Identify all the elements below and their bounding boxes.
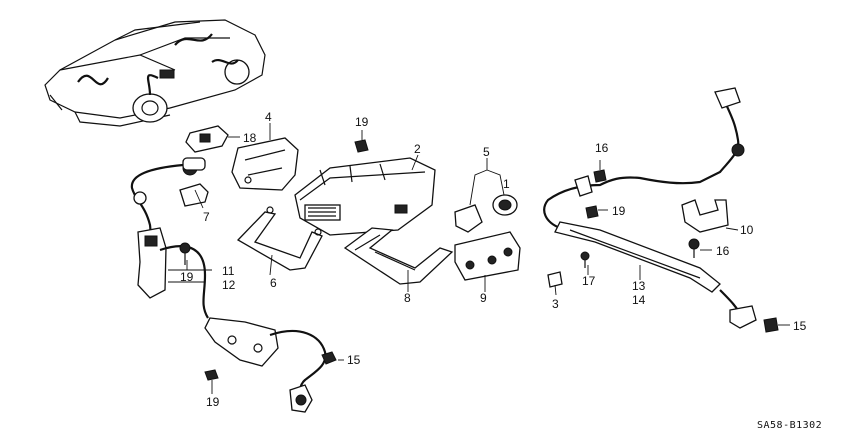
part-10-bracket bbox=[681, 199, 729, 233]
callout-9: 9 bbox=[480, 291, 487, 305]
part-3-clip bbox=[547, 271, 563, 288]
part-5-1-pulser-parts bbox=[454, 194, 518, 233]
part-16-bolt-upper bbox=[593, 169, 607, 183]
callout-16-lower: 16 bbox=[716, 244, 730, 258]
part-19-bolt-top bbox=[354, 139, 369, 153]
car-illustration bbox=[44, 19, 266, 127]
callout-15-bottom: 15 bbox=[347, 353, 361, 367]
part-18-bracket bbox=[185, 125, 229, 153]
callout-5: 5 bbox=[483, 145, 490, 159]
part-8-bracket bbox=[343, 227, 454, 285]
part-15-bolt-right bbox=[763, 317, 779, 333]
diagram-code: SA58-B1302 bbox=[757, 420, 822, 431]
callout-13: 13 bbox=[632, 279, 646, 293]
callout-10: 10 bbox=[740, 223, 754, 237]
part-15-bolt-bottom bbox=[321, 351, 337, 365]
part-19-bolt-left-upper bbox=[179, 242, 191, 265]
part-11-12-front-left-sensor-harness bbox=[130, 163, 209, 319]
callout-12: 12 bbox=[222, 278, 236, 292]
leader-lines bbox=[168, 123, 790, 394]
callout-8: 8 bbox=[404, 291, 411, 305]
part-4-bracket bbox=[231, 137, 299, 191]
part-19-bolt-right bbox=[585, 205, 599, 219]
callout-11: 11 bbox=[222, 264, 235, 278]
callout-6: 6 bbox=[270, 276, 277, 290]
callout-19-right: 19 bbox=[612, 204, 626, 218]
callout-19-left: 19 bbox=[180, 270, 194, 284]
part-7-connector bbox=[179, 157, 209, 207]
callout-18: 18 bbox=[243, 131, 257, 145]
part-2-abs-control-unit bbox=[294, 157, 436, 236]
callout-19-top: 19 bbox=[355, 115, 369, 129]
part-6-bracket bbox=[236, 206, 323, 271]
callout-16-upper: 16 bbox=[595, 141, 609, 155]
part-19-bolt-bottom bbox=[204, 369, 219, 381]
part-9-bracket bbox=[454, 231, 521, 281]
callout-19-bottom: 19 bbox=[206, 395, 220, 409]
part-13-14-rear-right-harness bbox=[543, 87, 757, 329]
rear-left-sensor-assembly bbox=[204, 317, 327, 413]
callout-7: 7 bbox=[203, 210, 210, 224]
callout-2: 2 bbox=[414, 142, 421, 156]
callout-4: 4 bbox=[265, 110, 272, 124]
callout-17: 17 bbox=[582, 274, 596, 288]
callout-14: 14 bbox=[632, 293, 646, 307]
callout-3: 3 bbox=[552, 297, 559, 311]
part-16-bolt-lower bbox=[688, 238, 700, 258]
callout-15-right: 15 bbox=[793, 319, 807, 333]
callout-1: 1 bbox=[503, 177, 510, 191]
part-17-bolt bbox=[580, 251, 590, 268]
